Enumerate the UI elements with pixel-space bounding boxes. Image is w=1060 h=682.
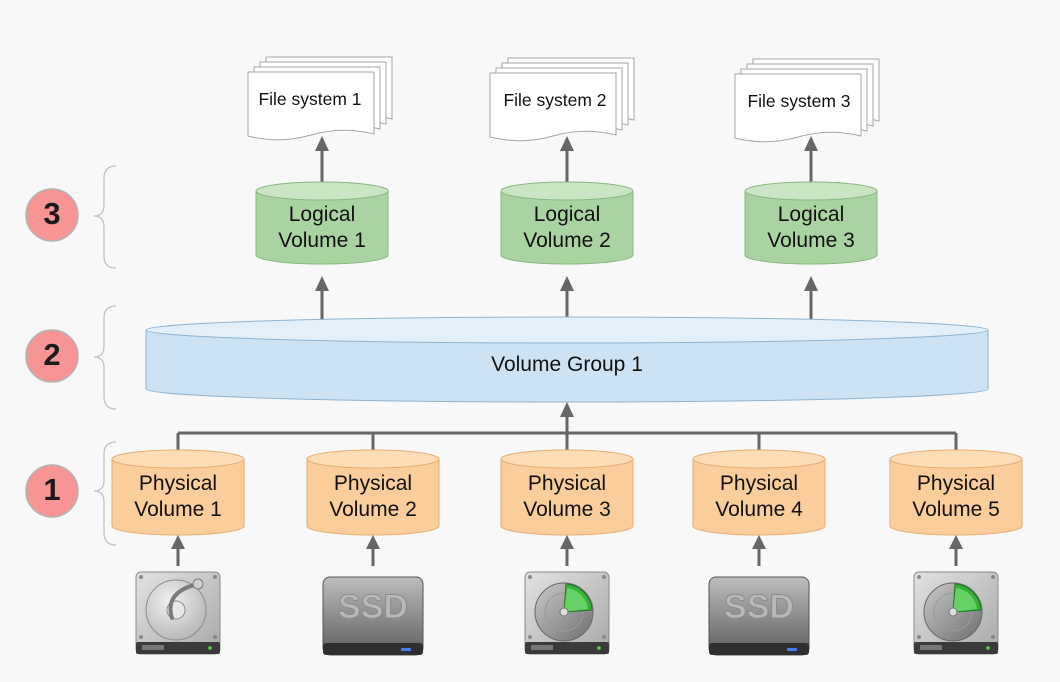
physical-volume-3-label: Physical Volume 3 — [497, 471, 637, 524]
arrow-lv1-to-fs1 — [315, 136, 329, 182]
arrow-vg-to-lv1 — [315, 276, 329, 320]
volume-group-label: Volume Group 1 — [491, 353, 643, 376]
physical-volume-5-line1: Physical — [916, 472, 996, 495]
arrow-vg-to-lv3 — [804, 276, 818, 320]
logical-volume-1-line1: Logical — [288, 203, 356, 226]
physical-volume-2-line1: Physical — [333, 472, 413, 495]
logical-volume-1-line2: Volume 1 — [278, 229, 366, 253]
physical-volume-5-line2: Volume 5 — [912, 498, 1000, 522]
layer-1-number: 1 — [43, 472, 61, 507]
hdd-pie-icon — [524, 571, 610, 655]
pv-to-vg-connector — [176, 416, 958, 452]
logical-volume-1-label: Logical Volume 1 — [252, 202, 392, 255]
ssd-label: SSD — [338, 588, 408, 626]
layer-3-number: 3 — [43, 196, 61, 231]
physical-volume-2-label: Physical Volume 2 — [303, 471, 443, 524]
file-system-1-document-stack — [247, 56, 393, 141]
arrow-drive1-to-pv1 — [171, 535, 185, 566]
physical-volume-3-line2: Volume 3 — [523, 498, 611, 522]
logical-volume-2-line1: Logical — [533, 203, 601, 226]
ssd-icon: SSD — [322, 576, 424, 656]
logical-volume-2-line2: Volume 2 — [523, 229, 611, 253]
layer-badge-2 — [25, 329, 79, 383]
physical-volume-4-cylinder — [692, 449, 826, 536]
layer-2-number: 2 — [43, 337, 61, 372]
ssd-label: SSD — [724, 588, 794, 626]
logical-volume-3-line1: Logical — [777, 203, 845, 226]
logical-volume-1-cylinder — [255, 181, 389, 265]
file-system-3-label: File system 3 — [747, 91, 851, 111]
layer-badge-1 — [25, 464, 79, 518]
physical-volume-5-cylinder — [889, 449, 1023, 536]
file-system-1-label: File system 1 — [258, 89, 362, 109]
arrow-drive5-to-pv5 — [949, 535, 963, 566]
arrow-lv2-to-fs2 — [560, 136, 574, 182]
physical-volume-4-line2: Volume 4 — [715, 498, 803, 522]
logical-volume-3-cylinder — [744, 181, 878, 265]
physical-volume-4-line1: Physical — [719, 472, 799, 495]
layer-bracket-3 — [93, 165, 117, 269]
arrow-vg-to-lv2 — [560, 276, 574, 320]
file-system-2-document-stack — [489, 57, 635, 142]
physical-volume-2-line2: Volume 2 — [329, 498, 417, 522]
physical-volume-2-cylinder — [306, 449, 440, 536]
hdd-pie-icon — [913, 571, 999, 655]
arrow-drive4-to-pv4 — [752, 535, 766, 566]
arrow-drive3-to-pv3 — [560, 535, 574, 566]
physical-volume-4-label: Physical Volume 4 — [689, 471, 829, 524]
file-system-3-document-stack — [734, 58, 880, 143]
logical-volume-3-line2: Volume 3 — [767, 229, 855, 253]
physical-volume-1-line1: Physical — [138, 472, 218, 495]
physical-volume-1-line2: Volume 1 — [134, 498, 222, 522]
physical-volume-3-line1: Physical — [527, 472, 607, 495]
physical-volume-3-cylinder — [500, 449, 634, 536]
physical-volume-1-label: Physical Volume 1 — [108, 471, 248, 524]
layer-bracket-1 — [93, 441, 117, 546]
arrow-pv-to-vg — [560, 402, 574, 417]
logical-volume-2-label: Logical Volume 2 — [497, 202, 637, 255]
arrow-lv3-to-fs3 — [804, 136, 818, 182]
logical-volume-3-label: Logical Volume 3 — [741, 202, 881, 255]
logical-volume-2-cylinder — [500, 181, 634, 265]
physical-volume-5-label: Physical Volume 5 — [886, 471, 1026, 524]
physical-volume-1-cylinder — [111, 449, 245, 536]
volume-group-1-cylinder — [145, 316, 989, 403]
layer-bracket-2 — [93, 305, 117, 410]
ssd-icon: SSD — [708, 576, 810, 656]
hdd-icon — [135, 571, 221, 655]
arrow-drive2-to-pv2 — [366, 535, 380, 566]
layer-badge-3 — [25, 188, 79, 242]
file-system-2-label: File system 2 — [503, 90, 607, 110]
